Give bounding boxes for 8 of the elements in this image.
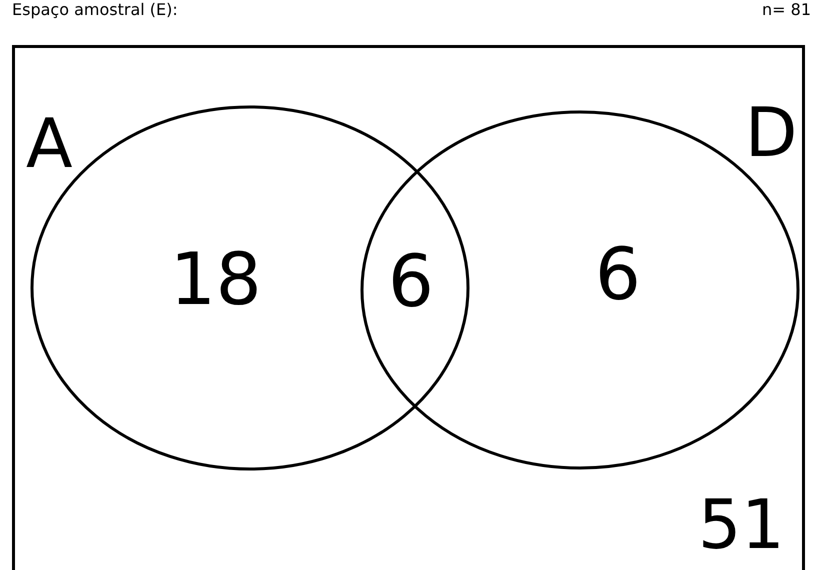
total-count-label: n= 81 bbox=[762, 2, 811, 18]
count-label: 51 bbox=[698, 492, 785, 560]
count-label: 6 bbox=[595, 238, 641, 310]
set-name-label: D bbox=[745, 100, 798, 168]
heading: Espaço amostral (E): bbox=[12, 2, 178, 18]
count-label: 18 bbox=[170, 243, 262, 315]
intersection-count-label: 6 bbox=[388, 245, 434, 317]
set-name-label: A bbox=[26, 111, 73, 179]
